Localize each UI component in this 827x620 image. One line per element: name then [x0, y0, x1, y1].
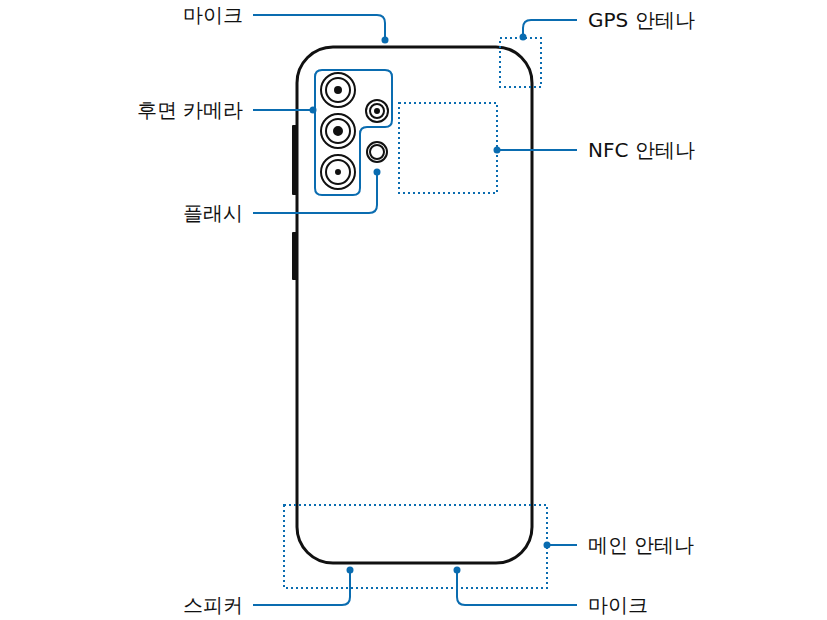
part-label: GPS 안테나: [588, 8, 695, 32]
part-label: 플래시: [183, 201, 243, 225]
leader-dots: [310, 34, 551, 574]
part-label: 후면 카메라: [137, 98, 243, 122]
antenna-regions: [284, 38, 547, 588]
phone-body: [297, 47, 532, 563]
part-label: 메인 안테나: [588, 533, 694, 557]
flash: [367, 142, 387, 162]
part-label: 스피커: [183, 593, 243, 617]
side-button: [292, 232, 297, 280]
side-button: [292, 125, 297, 195]
camera-lenses: [321, 73, 388, 189]
part-label: NFC 안테나: [588, 138, 695, 162]
leader-lines: [253, 15, 577, 605]
callout-label: 마이크: [183, 3, 243, 27]
camera-module: [315, 70, 392, 195]
callout-label: 마이크: [588, 593, 648, 617]
